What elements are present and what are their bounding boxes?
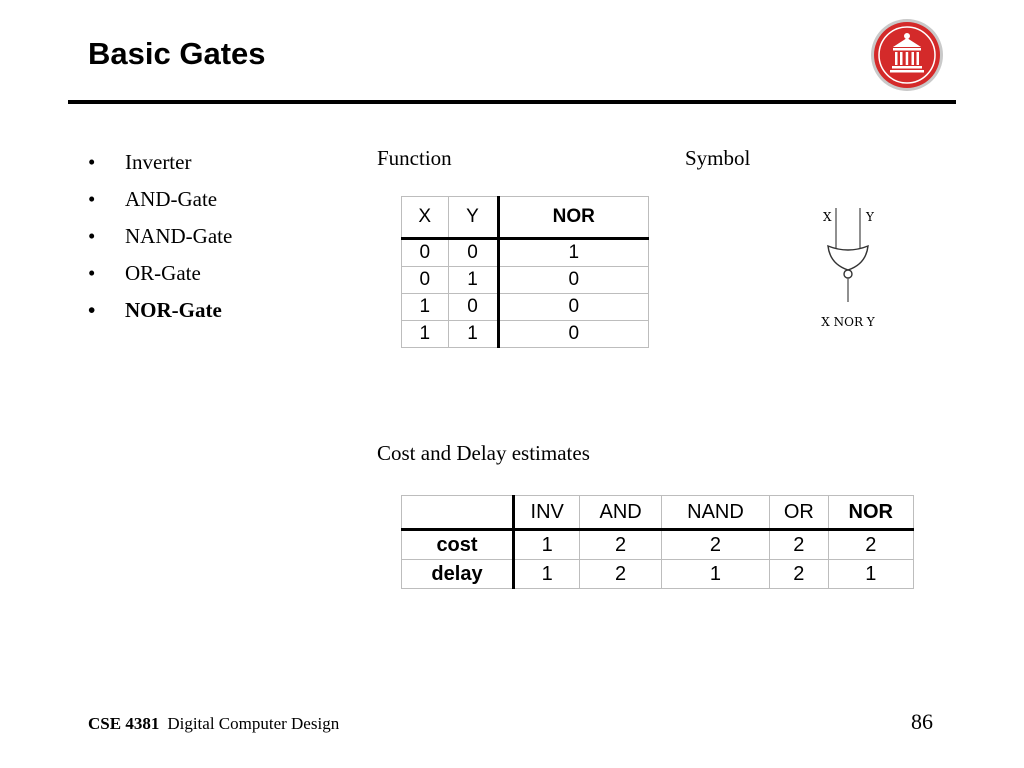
column-header: INV bbox=[512, 495, 581, 530]
cost-delay-table: INV AND NAND OR NOR cost 1 2 2 2 2 delay… bbox=[401, 495, 914, 589]
footer-course: CSE 4381 Digital Computer Design bbox=[88, 714, 339, 734]
table-cell: 2 bbox=[579, 529, 662, 560]
course-name: Digital Computer Design bbox=[167, 714, 340, 733]
truth-table: X Y NOR 0 0 1 0 1 0 1 0 0 1 1 0 bbox=[401, 196, 649, 348]
table-cell: 1 bbox=[447, 266, 500, 294]
table-cell: 1 bbox=[447, 320, 500, 348]
slide-title: Basic Gates bbox=[88, 36, 266, 71]
table-cell: 1 bbox=[512, 559, 581, 589]
column-header: NAND bbox=[660, 495, 771, 530]
table-row: 1 1 0 bbox=[401, 320, 649, 348]
table-cell: 1 bbox=[660, 559, 771, 589]
column-header: OR bbox=[769, 495, 829, 530]
table-row: 1 0 0 bbox=[401, 293, 649, 321]
column-header: AND bbox=[579, 495, 662, 530]
column-header: X bbox=[401, 196, 449, 239]
table-cell: 0 bbox=[447, 293, 500, 321]
table-cell: 0 bbox=[401, 238, 449, 267]
cost-delay-label: Cost and Delay estimates bbox=[377, 441, 590, 465]
symbol-label: Symbol bbox=[685, 146, 751, 170]
table-cell: 0 bbox=[497, 266, 649, 294]
row-header: cost bbox=[401, 529, 515, 560]
table-header-row: INV AND NAND OR NOR bbox=[401, 495, 914, 530]
nor-gate-symbol: X Y X NOR Y bbox=[821, 208, 876, 329]
column-header: NOR bbox=[827, 495, 914, 530]
list-item: •AND-Gate bbox=[88, 187, 218, 211]
table-cell: 0 bbox=[447, 238, 500, 267]
gate-list: •Inverter •AND-Gate •NAND-Gate •OR-Gate … bbox=[88, 144, 232, 329]
table-cell: 1 bbox=[827, 559, 914, 589]
list-item: •Inverter bbox=[88, 150, 192, 174]
list-item-active: •NOR-Gate bbox=[88, 298, 222, 322]
course-code: CSE 4381 bbox=[88, 714, 160, 733]
table-row: delay 1 2 1 2 1 bbox=[401, 559, 914, 589]
table-row: 0 0 1 bbox=[401, 238, 649, 267]
table-cell: 0 bbox=[497, 320, 649, 348]
table-cell: 2 bbox=[769, 559, 829, 589]
corner-cell bbox=[401, 495, 515, 530]
table-cell: 2 bbox=[660, 529, 771, 560]
table-cell: 2 bbox=[827, 529, 914, 560]
table-row: cost 1 2 2 2 2 bbox=[401, 529, 914, 560]
list-item: •NAND-Gate bbox=[88, 224, 233, 248]
column-header: NOR bbox=[497, 196, 649, 239]
symbol-input-y-label: Y bbox=[865, 210, 875, 224]
table-cell: 0 bbox=[401, 266, 449, 294]
table-cell: 1 bbox=[401, 293, 449, 321]
table-cell: 1 bbox=[512, 529, 581, 560]
row-header: delay bbox=[401, 559, 515, 589]
table-cell: 0 bbox=[497, 293, 649, 321]
list-item: •OR-Gate bbox=[88, 261, 201, 285]
table-cell: 1 bbox=[497, 238, 649, 267]
table-row: 0 1 0 bbox=[401, 266, 649, 294]
table-header-row: X Y NOR bbox=[401, 196, 649, 239]
symbol-input-x-label: X bbox=[823, 210, 832, 224]
page-number: 86 bbox=[911, 709, 933, 734]
function-label: Function bbox=[377, 146, 452, 170]
table-cell: 2 bbox=[579, 559, 662, 589]
table-cell: 2 bbox=[769, 529, 829, 560]
title-divider bbox=[68, 100, 956, 104]
column-header: Y bbox=[447, 196, 500, 239]
university-seal-logo bbox=[871, 19, 943, 91]
table-cell: 1 bbox=[401, 320, 449, 348]
symbol-output-label: X NOR Y bbox=[821, 315, 876, 329]
